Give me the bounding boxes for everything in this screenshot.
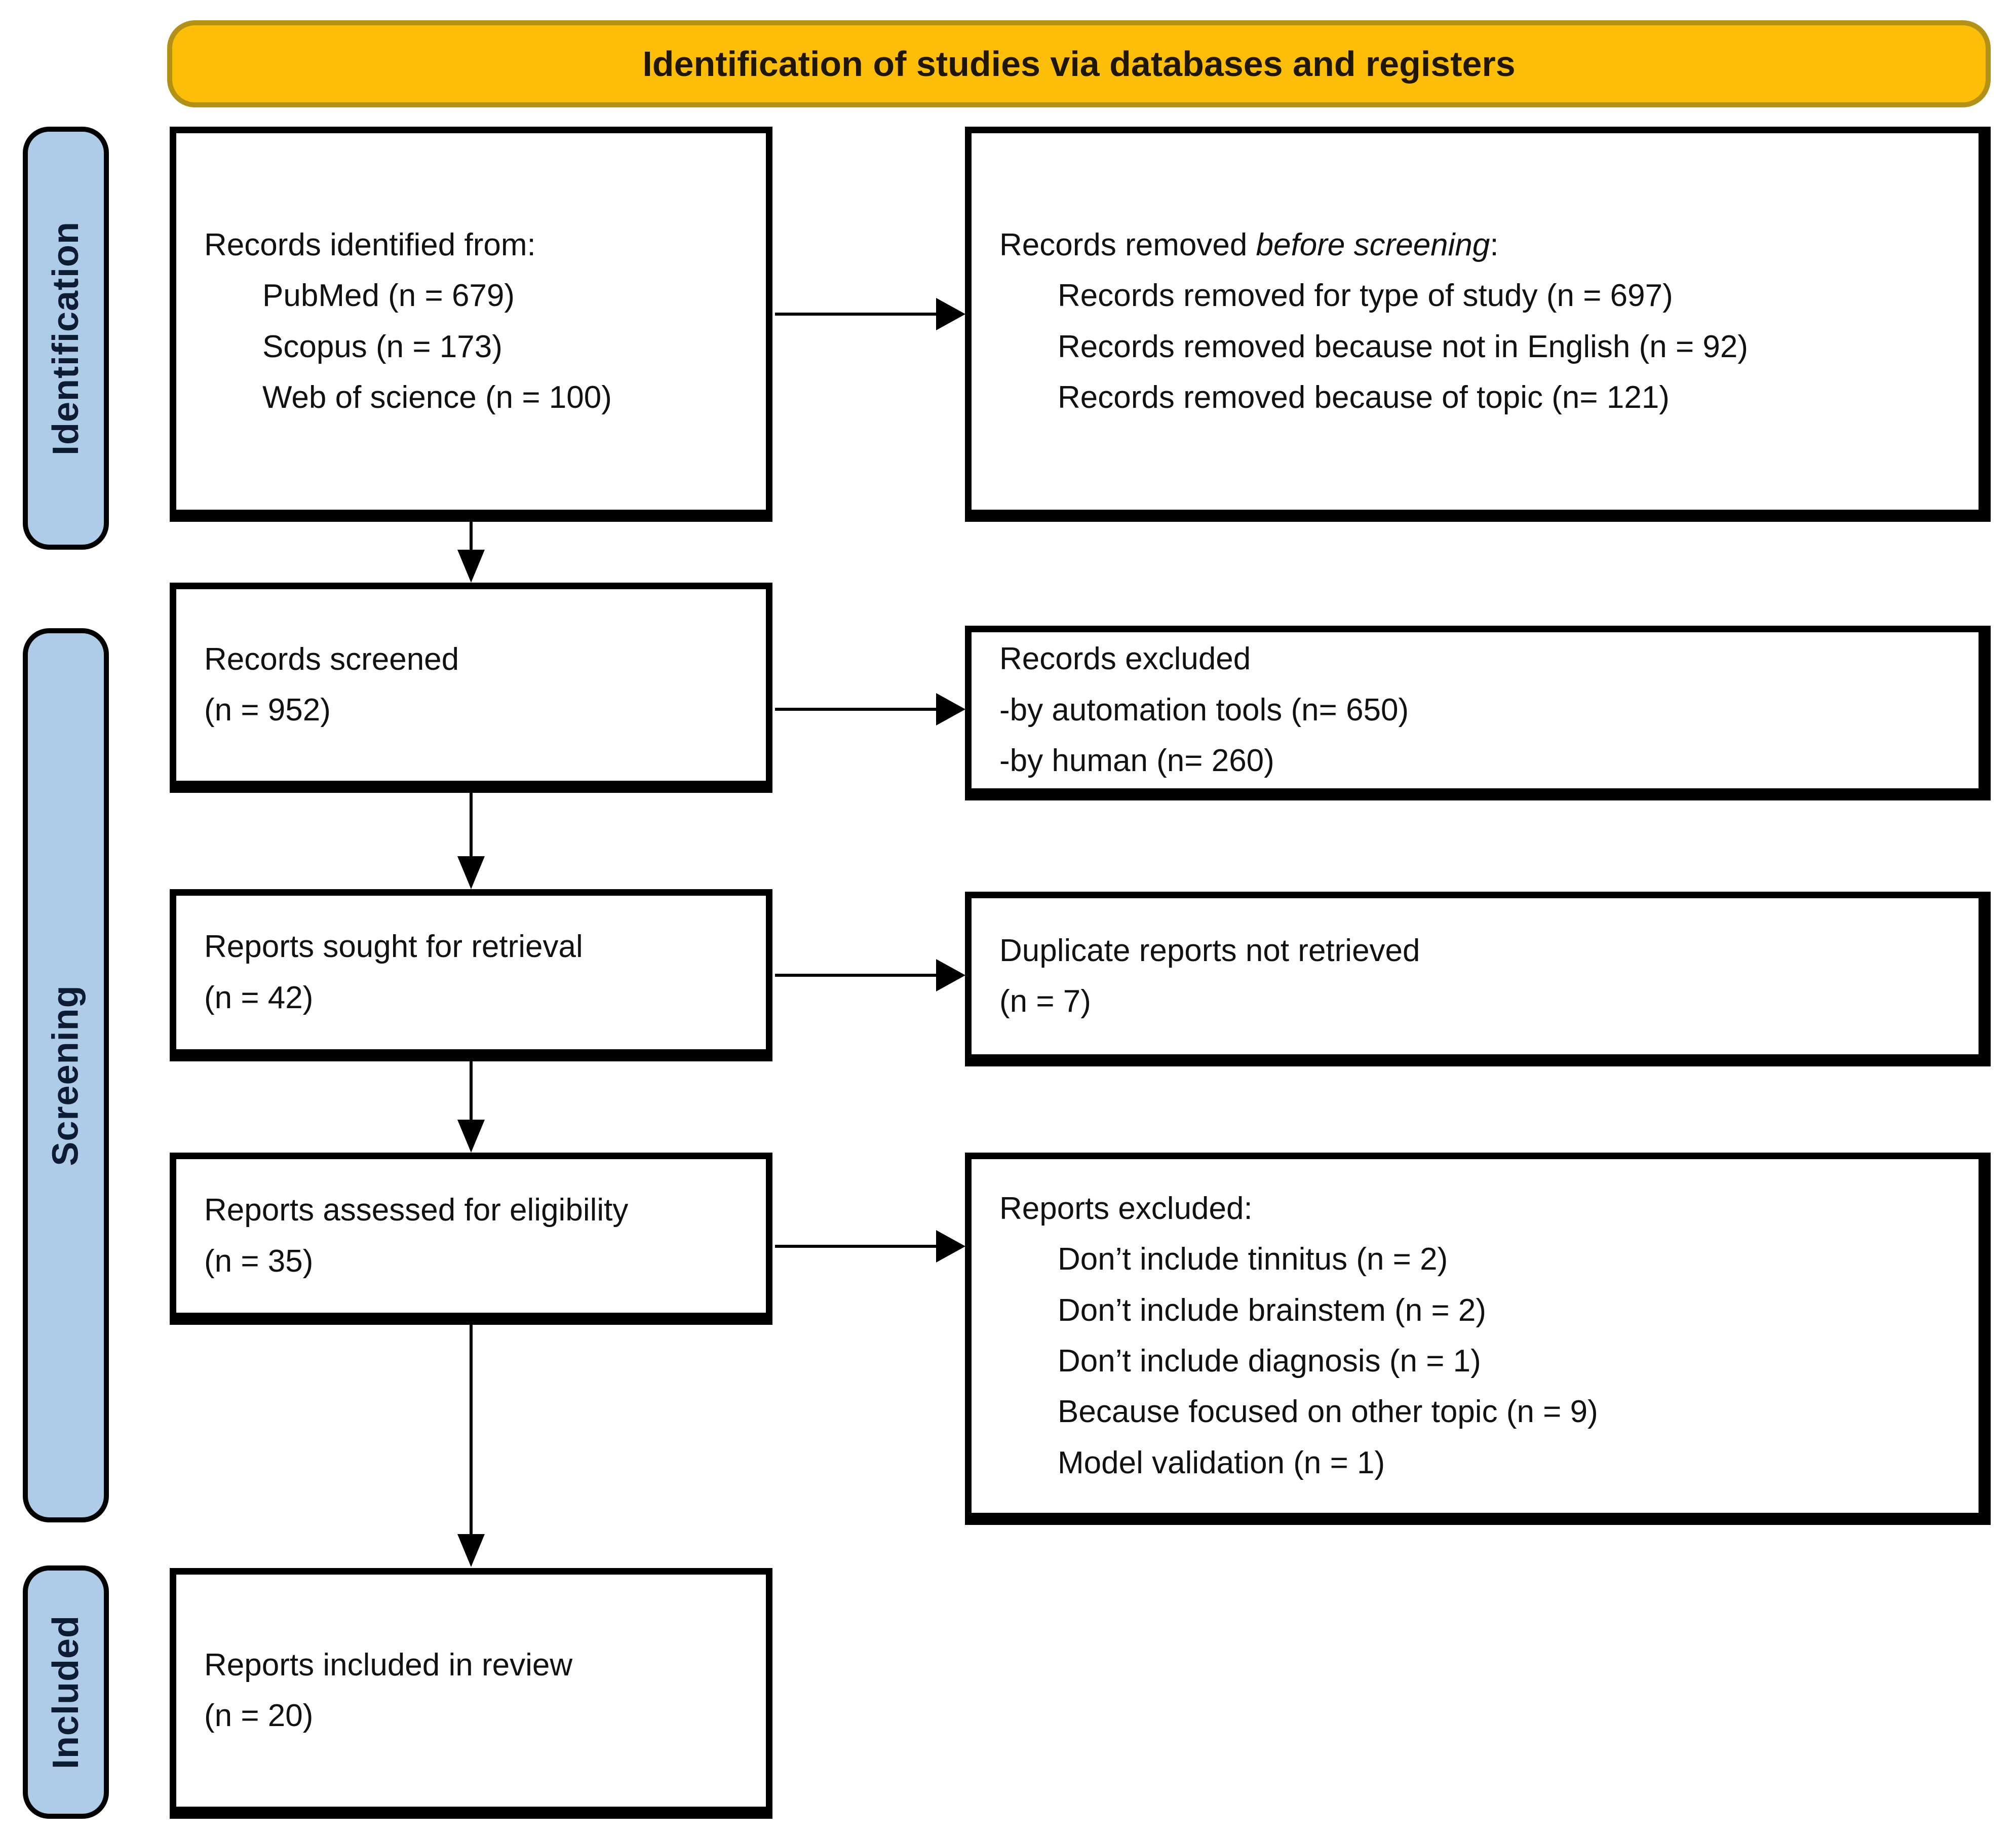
duplicates-line2: (n = 7) bbox=[999, 984, 1091, 1019]
stage-identification-label: Identification bbox=[46, 221, 86, 455]
records-screened-line1: Records screened bbox=[204, 641, 459, 677]
right-arrow-head-4 bbox=[936, 1230, 965, 1263]
reports-excluded-item: Don’t include brainstem (n = 2) bbox=[1058, 1292, 1487, 1328]
records-removed-item: Records removed because of topic (n= 121… bbox=[1058, 379, 1670, 415]
down-arrow-head-3 bbox=[457, 1120, 485, 1153]
box-reports-sought: Reports sought for retrieval (n = 42) bbox=[170, 889, 772, 1061]
records-identified-item: Web of science (n = 100) bbox=[262, 379, 612, 415]
banner-title: Identification of studies via databases … bbox=[167, 20, 1991, 107]
stage-identification: Identification bbox=[23, 127, 109, 550]
box-records-removed-title: Records removed before screening: bbox=[999, 220, 1963, 271]
box-records-excluded: Records excluded -by automation tools (n… bbox=[965, 626, 1991, 800]
reports-assessed-line1: Reports assessed for eligibility bbox=[204, 1193, 629, 1228]
records-removed-title-suffix: : bbox=[1490, 227, 1499, 262]
box-duplicates-not-retrieved: Duplicate reports not retrieved (n = 7) bbox=[965, 892, 1991, 1066]
records-identified-item: PubMed (n = 679) bbox=[262, 278, 515, 314]
reports-assessed-line2: (n = 35) bbox=[204, 1243, 314, 1279]
down-arrow-line-4 bbox=[470, 1322, 473, 1535]
right-arrow-line-2 bbox=[775, 708, 937, 711]
records-removed-item: Records removed for type of study (n = 6… bbox=[1058, 278, 1673, 314]
box-records-identified-title: Records identified from: bbox=[204, 227, 536, 262]
stage-screening-label: Screening bbox=[46, 984, 86, 1166]
reports-excluded-item: Model validation (n = 1) bbox=[1058, 1445, 1385, 1480]
box-reports-included: Reports included in review (n = 20) bbox=[170, 1568, 772, 1819]
stage-screening: Screening bbox=[23, 628, 109, 1522]
box-reports-assessed: Reports assessed for eligibility (n = 35… bbox=[170, 1153, 772, 1325]
records-excluded-title: Records excluded bbox=[999, 641, 1251, 677]
down-arrow-head-4 bbox=[457, 1534, 485, 1567]
down-arrow-head-2 bbox=[457, 856, 485, 889]
records-excluded-item: -by automation tools (n= 650) bbox=[999, 692, 1409, 728]
box-records-identified: Records identified from: PubMed (n = 679… bbox=[170, 127, 772, 522]
reports-excluded-title: Reports excluded: bbox=[999, 1191, 1253, 1226]
records-removed-title-italic: before screening bbox=[1256, 227, 1490, 262]
down-arrow-line-3 bbox=[470, 1061, 473, 1121]
records-removed-title-prefix: Records removed bbox=[999, 227, 1256, 262]
records-removed-item: Records removed because not in English (… bbox=[1058, 329, 1749, 364]
banner-title-label: Identification of studies via databases … bbox=[642, 44, 1516, 84]
right-arrow-line-3 bbox=[775, 974, 937, 977]
stage-included-label: Included bbox=[46, 1615, 87, 1770]
reports-excluded-item: Don’t include tinnitus (n = 2) bbox=[1058, 1242, 1448, 1277]
down-arrow-line-2 bbox=[470, 793, 473, 857]
down-arrow-head-1 bbox=[457, 550, 485, 583]
reports-sought-line2: (n = 42) bbox=[204, 980, 314, 1015]
reports-excluded-item: Because focused on other topic (n = 9) bbox=[1058, 1394, 1598, 1430]
box-records-screened: Records screened (n = 952) bbox=[170, 583, 772, 793]
box-reports-excluded: Reports excluded: Don’t include tinnitus… bbox=[965, 1153, 1991, 1525]
right-arrow-head-3 bbox=[936, 959, 965, 991]
reports-included-line1: Reports included in review bbox=[204, 1647, 573, 1683]
right-arrow-line-4 bbox=[775, 1245, 937, 1248]
right-arrow-head-1 bbox=[936, 298, 965, 330]
reports-excluded-item: Don’t include diagnosis (n = 1) bbox=[1058, 1344, 1481, 1379]
duplicates-line1: Duplicate reports not retrieved bbox=[999, 933, 1420, 968]
right-arrow-head-2 bbox=[936, 693, 965, 725]
records-screened-line2: (n = 952) bbox=[204, 693, 331, 728]
stage-included: Included bbox=[23, 1565, 109, 1819]
reports-included-line2: (n = 20) bbox=[204, 1698, 314, 1733]
box-records-removed: Records removed before screening: Record… bbox=[965, 127, 1991, 522]
records-excluded-item: -by human (n= 260) bbox=[999, 743, 1274, 779]
down-arrow-line-1 bbox=[470, 522, 473, 553]
reports-sought-line1: Reports sought for retrieval bbox=[204, 929, 583, 965]
right-arrow-line-1 bbox=[775, 313, 937, 316]
records-identified-item: Scopus (n = 173) bbox=[262, 329, 502, 364]
